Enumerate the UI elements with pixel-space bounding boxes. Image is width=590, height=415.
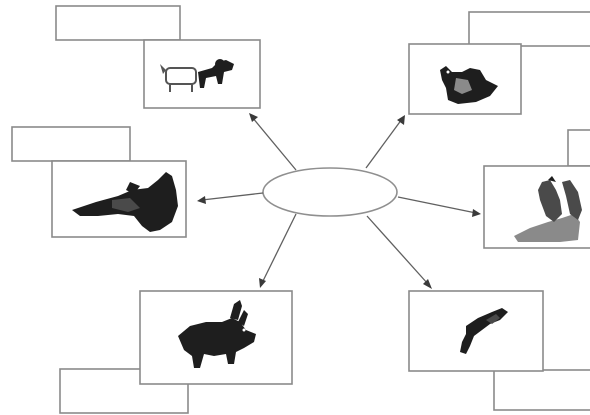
arrow-to-bottom-left <box>259 213 297 288</box>
arrow-to-top-left <box>249 113 297 171</box>
eagle-icon <box>72 172 178 232</box>
goat-icon <box>514 176 582 242</box>
duck-icon <box>440 66 498 104</box>
arrow-to-top-right <box>365 115 405 169</box>
center-oval[interactable] <box>262 167 398 217</box>
arrow-to-middle-left <box>197 192 264 204</box>
rabbit-icon <box>178 300 256 368</box>
label-box-bottom-right[interactable] <box>493 369 590 411</box>
label-box-top-right[interactable] <box>468 11 590 47</box>
arrow-to-middle-right <box>397 196 481 217</box>
bird-icon <box>460 308 508 354</box>
label-box-middle-left[interactable] <box>11 126 131 162</box>
arrow-to-bottom-right <box>366 215 432 289</box>
label-box-top-left[interactable] <box>55 5 181 41</box>
pig-and-dog-icon <box>160 59 234 92</box>
label-box-middle-right[interactable] <box>567 129 590 167</box>
